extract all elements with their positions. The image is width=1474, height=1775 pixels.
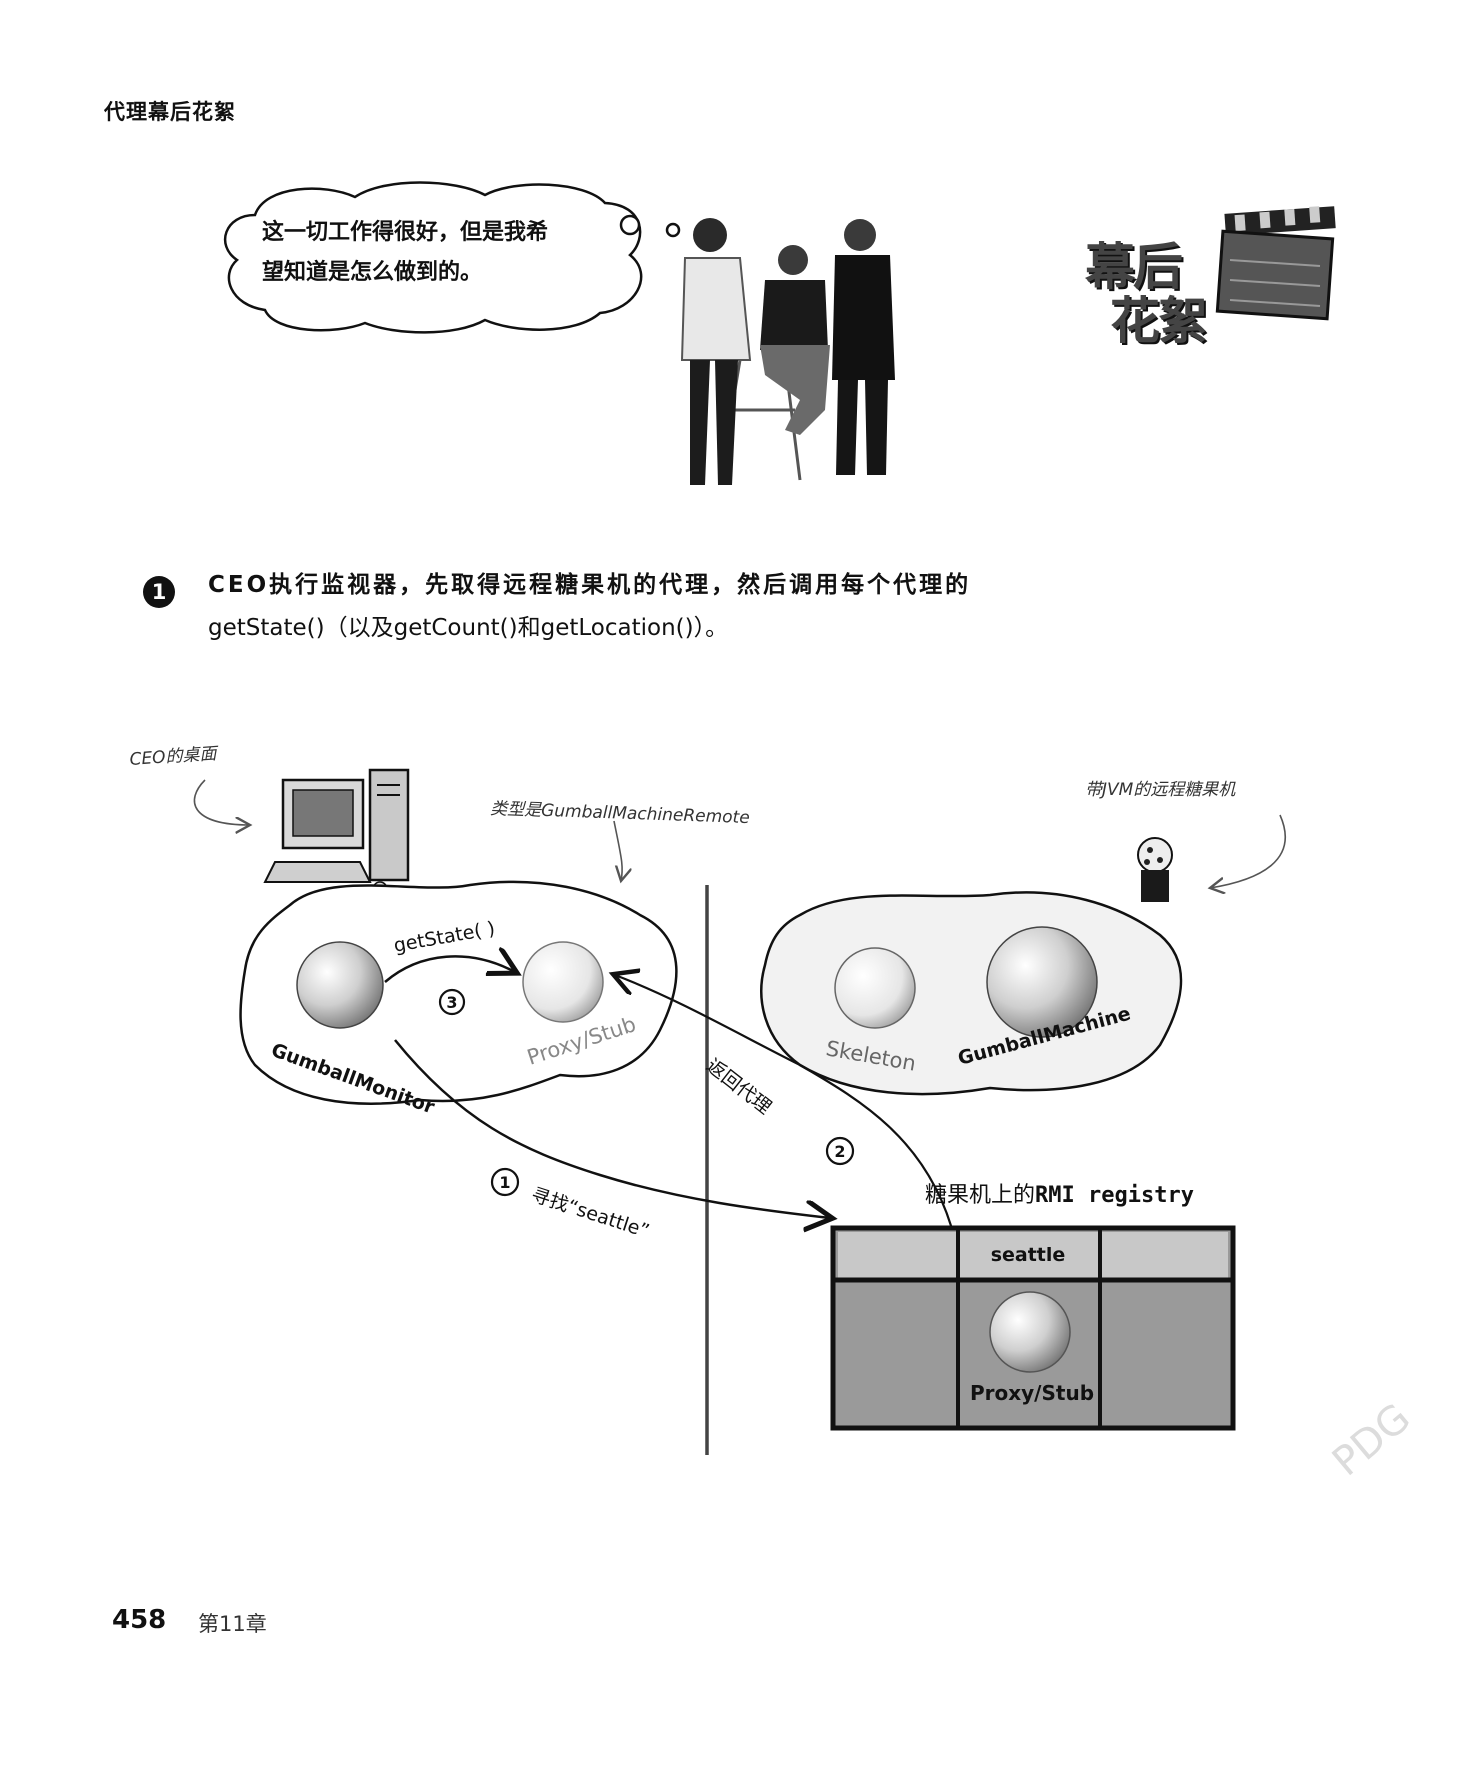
remote-note: 带JVM的远程糖果机 xyxy=(1085,780,1236,800)
type-note: 类型是GumballMachineRemote xyxy=(490,799,750,828)
step-3-number: 3 xyxy=(446,993,457,1012)
page-number: 458 xyxy=(112,1605,167,1635)
type-note-arrow xyxy=(613,820,622,881)
gumball-monitor-object xyxy=(296,941,384,1029)
computer-icon xyxy=(263,768,410,903)
remote-note-arrow xyxy=(1210,814,1286,888)
step-text-line-2: getState()（以及getCount()和getLocation()）。 xyxy=(208,615,729,641)
badge-line-1: 幕后 xyxy=(1085,238,1183,296)
proxy-stub-object xyxy=(522,941,604,1023)
step-1-marker xyxy=(490,1167,520,1197)
thought-bubble xyxy=(223,181,681,334)
lookup-label: 寻找“seattle” xyxy=(528,1184,652,1243)
bubble-text-line-1: 这一切工作得很好，但是我希 xyxy=(262,219,549,245)
get-state-arrow xyxy=(384,956,515,983)
registry-key: seattle xyxy=(991,1244,1066,1266)
ceo-note-arrow xyxy=(193,779,250,825)
section-title: 代理幕后花絮 xyxy=(104,100,236,124)
watermark-text: PDG xyxy=(1324,1395,1419,1480)
clapperboard-icon xyxy=(1215,206,1336,321)
step-2-number: 2 xyxy=(834,1142,845,1161)
ceo-desktop-note: CEO的桌面 xyxy=(129,744,220,770)
thought-dot-large xyxy=(619,214,641,236)
registry-proxy-object xyxy=(989,1291,1071,1373)
rmi-diagram: CEO的桌面 类型是GumballMachineRemote 带JVM的远程糖果… xyxy=(129,744,1419,1480)
step-2-marker xyxy=(825,1136,855,1166)
gumball-machine-object xyxy=(986,926,1098,1038)
return-proxy-label: 返回代理 xyxy=(702,1055,775,1119)
badge-line-2: 花絮 xyxy=(1110,292,1208,350)
skeleton-object xyxy=(834,947,916,1029)
people-photo xyxy=(680,218,895,485)
lookup-arrow xyxy=(394,1039,830,1218)
registry-title: 糖果机上的RMI registry xyxy=(925,1183,1194,1208)
bubble-text-line-2: 望知道是怎么做到的。 xyxy=(262,259,483,285)
step-text-line-1: CEO执行监视器，先取得远程糖果机的代理，然后调用每个代理的 xyxy=(208,572,972,598)
gumball-machine-icon xyxy=(1137,837,1173,902)
registry-proxy-label: Proxy/Stub xyxy=(970,1381,1094,1405)
return-proxy-arrow xyxy=(615,975,957,1241)
chapter-label: 第11章 xyxy=(198,1612,267,1636)
step-1-number: 1 xyxy=(499,1173,510,1192)
step-number-badge: 1 xyxy=(143,576,175,608)
thought-dot-small xyxy=(665,222,681,238)
step-3-marker xyxy=(438,988,466,1016)
